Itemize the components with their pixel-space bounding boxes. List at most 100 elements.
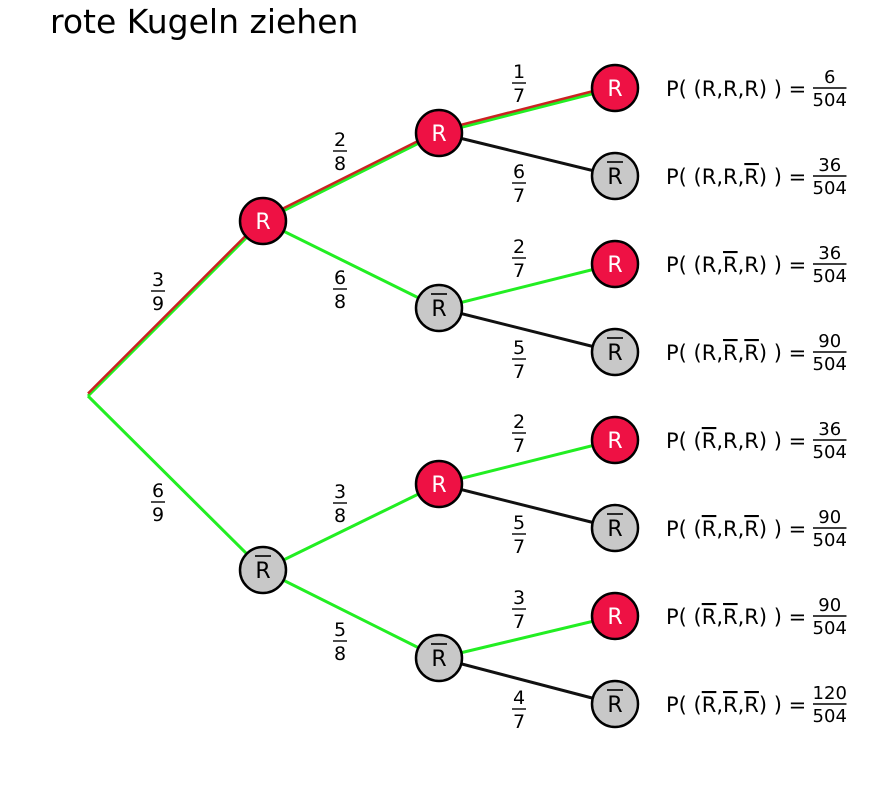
outcome-symbol: R xyxy=(723,165,738,189)
node-level3-7: R xyxy=(590,679,640,729)
fraction-denominator: 9 xyxy=(152,293,164,315)
fraction-denominator: 8 xyxy=(334,291,346,313)
edge-probability-label: 58 xyxy=(333,619,347,665)
edge-probability-label: 27 xyxy=(512,236,526,282)
node-level3-1: R xyxy=(590,151,640,201)
outcome-text-part: P( ( xyxy=(666,429,702,453)
fraction-numerator: 5 xyxy=(513,337,525,359)
outcome-probability: P( (R,R,R) ) = xyxy=(666,605,806,629)
outcome-symbol: R xyxy=(744,253,759,277)
edge-probability-label: 39 xyxy=(151,269,165,315)
outcome-text: P( (R,R,R) ) = xyxy=(666,341,806,365)
edge-line xyxy=(262,131,440,223)
red-ball-icon xyxy=(414,459,464,509)
fraction-denominator: 7 xyxy=(513,260,525,282)
node-symbol: R xyxy=(431,122,446,147)
fraction-numerator: 90 xyxy=(818,507,841,528)
outcome-text-part: , xyxy=(738,605,745,629)
edge-line xyxy=(438,614,616,660)
outcome-symbol: R xyxy=(744,693,759,717)
outcome-symbol: R xyxy=(702,77,717,101)
fraction-numerator: 90 xyxy=(818,331,841,352)
fraction-numerator: 6 xyxy=(824,67,835,88)
node-symbol: R xyxy=(607,605,622,630)
outcome-symbol: R xyxy=(702,517,717,541)
fraction-numerator: 3 xyxy=(334,481,346,503)
highlight-path-line xyxy=(87,217,264,395)
fraction-denominator: 504 xyxy=(813,90,847,111)
not-red-ball-icon xyxy=(414,283,464,333)
diagram-title: rote Kugeln ziehen xyxy=(50,2,359,41)
node-level2-2: R xyxy=(414,459,464,509)
node-symbol: R xyxy=(607,253,622,278)
outcome-probability: P( (R,R,R) ) = xyxy=(666,517,806,541)
outcome-symbol: R xyxy=(744,77,759,101)
edge-3-0 xyxy=(438,84,616,135)
outcome-text-part: P( ( xyxy=(666,253,702,277)
highlight-path-line xyxy=(262,129,440,220)
fraction-denominator: 7 xyxy=(513,435,525,457)
outcome-text-part: P( ( xyxy=(666,165,702,189)
outcome-symbol: R xyxy=(723,605,738,629)
outcome-text-part: P( ( xyxy=(666,77,702,101)
fraction-numerator: 2 xyxy=(513,236,525,258)
outcome-symbol: R xyxy=(702,253,717,277)
outcome-text-part: , xyxy=(716,605,723,629)
node-level3-3: R xyxy=(590,327,640,377)
fraction-denominator: 8 xyxy=(334,153,346,175)
outcome-text-part: , xyxy=(716,517,723,541)
fraction-numerator: 2 xyxy=(513,411,525,433)
outcome-symbol: R xyxy=(702,341,717,365)
outcome-symbol: R xyxy=(723,341,738,365)
red-ball-icon xyxy=(590,591,640,641)
outcome-text: P( (R,R,R) ) = xyxy=(666,429,806,453)
fraction-denominator: 504 xyxy=(813,618,847,639)
outcome-symbol: R xyxy=(744,429,759,453)
edge-probability-label: 17 xyxy=(512,61,526,107)
outcome-text-part: ) ) = xyxy=(759,165,806,189)
outcome-symbol: R xyxy=(744,165,759,189)
edge-1-1 xyxy=(86,394,265,572)
outcome-text: P( (R,R,R) ) = xyxy=(666,77,806,101)
edge-probability-label: 38 xyxy=(333,481,347,527)
fraction-numerator: 3 xyxy=(513,587,525,609)
outcome-probability: P( (R,R,R) ) = xyxy=(666,429,806,453)
outcome-symbol: R xyxy=(723,77,738,101)
node-level2-1: R xyxy=(414,283,464,333)
fraction-denominator: 7 xyxy=(513,611,525,633)
outcome-probability: P( (R,R,R) ) = xyxy=(666,165,806,189)
red-ball-icon xyxy=(590,415,640,465)
node-symbol: R xyxy=(255,559,270,584)
node-level2-3: R xyxy=(414,633,464,683)
edge-3-7 xyxy=(438,656,616,706)
edge-2-2 xyxy=(262,482,440,572)
edge-2-3 xyxy=(262,568,440,660)
fraction-numerator: 6 xyxy=(513,161,525,183)
outcome-text-part: ) ) = xyxy=(759,77,806,101)
fraction-denominator: 504 xyxy=(813,706,847,727)
outcome-text-part: , xyxy=(738,693,745,717)
red-ball-icon xyxy=(590,239,640,289)
outcome-text-part: , xyxy=(716,341,723,365)
outcome-symbol: R xyxy=(723,429,738,453)
edge-line xyxy=(438,86,616,135)
node-level3-0: R xyxy=(590,63,640,113)
fraction-denominator: 8 xyxy=(334,643,346,665)
node-symbol: R xyxy=(607,429,622,454)
red-ball-icon xyxy=(414,108,464,158)
edge-probability-label: 67 xyxy=(512,161,526,207)
edge-probability-label: 27 xyxy=(512,411,526,457)
edge-line xyxy=(86,394,265,572)
fraction-numerator: 36 xyxy=(818,243,841,264)
edge-probability-label: 57 xyxy=(512,512,526,558)
edge-line xyxy=(262,568,440,660)
edge-probability-label: 37 xyxy=(512,587,526,633)
outcome-symbol: R xyxy=(702,429,717,453)
outcome-symbol: R xyxy=(723,517,738,541)
fraction-numerator: 4 xyxy=(513,687,525,709)
outcome-probability: P( (R,R,R) ) = xyxy=(666,341,806,365)
